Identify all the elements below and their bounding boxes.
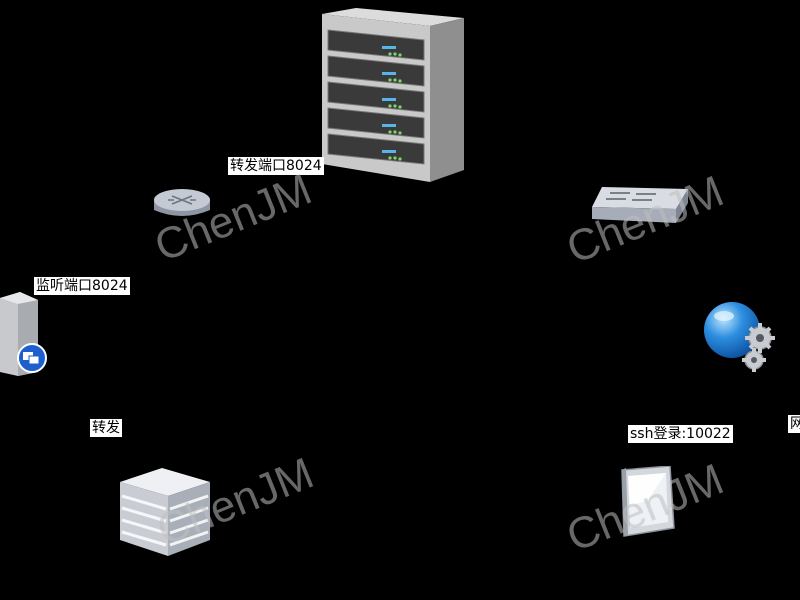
internet-gear-icon [704, 302, 775, 372]
router-icon [154, 189, 210, 216]
ssh-login-label: ssh登录:10022 [628, 425, 733, 443]
client-pc-icon [0, 292, 47, 376]
switch-icon [592, 187, 688, 223]
forward-label: 转发 [90, 419, 122, 437]
listen-port-label: 监听端口8024 [34, 277, 130, 295]
forward-port-label: 转发端口8024 [228, 157, 324, 175]
monitor-icon [621, 466, 675, 537]
storage-server-icon [120, 468, 210, 556]
cut-edge-label: 网 [788, 415, 800, 433]
server-rack-icon [322, 8, 464, 182]
